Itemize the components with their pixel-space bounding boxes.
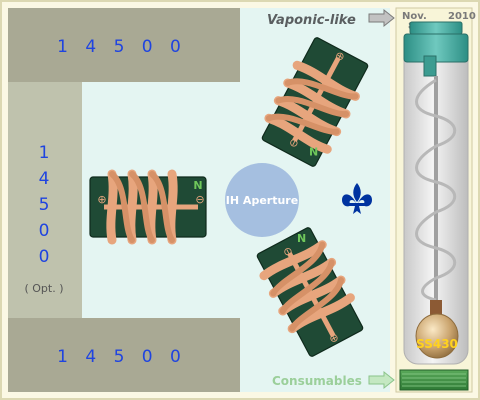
block-bottom-value: 1 4 5 0 0: [57, 347, 187, 367]
consumables-label: Consumables: [272, 374, 362, 388]
coil-top-right-pole: N: [309, 146, 318, 159]
bulb: [415, 313, 459, 359]
wick: [430, 300, 442, 316]
block-left-digit: 5: [39, 195, 50, 215]
date-month: Nov.: [402, 11, 427, 22]
tube-cap: [409, 21, 463, 35]
block-left-digit: 1: [39, 143, 50, 163]
vaponic-arrow-icon: [368, 8, 395, 28]
coil-bottom-right: ⊖ ⊕ N: [253, 224, 366, 358]
block-left-digit: 4: [39, 169, 50, 189]
coil-left-minus: ⊖: [195, 193, 204, 206]
consumables-plate: [399, 369, 469, 391]
ih-aperture: [225, 163, 299, 237]
spiral: [415, 76, 457, 302]
ss430-label: SS430: [416, 337, 458, 351]
tube-cap-stem: [423, 55, 437, 77]
block-top-value: 1 4 5 0 0: [57, 37, 187, 57]
fleur-de-lis-icon: [342, 183, 372, 214]
block-left-option: ( Opt. ): [24, 282, 63, 295]
block-left: [8, 82, 82, 318]
block-left-digit: 0: [39, 247, 50, 267]
coil-bottom-right-pole: N: [297, 232, 306, 245]
vaponic-label: Vaponic-like: [267, 13, 356, 28]
coil-top-right: ⊖ ⊕ N: [259, 35, 372, 168]
coil-left-pole: N: [193, 179, 202, 192]
coil-left-plus: ⊕: [97, 193, 106, 206]
ih-aperture-label: IH Aperture: [226, 194, 298, 207]
block-left-digit: 0: [39, 221, 50, 241]
coil-left: ⊕ ⊖ N: [90, 174, 206, 240]
consumables-arrow-icon: [368, 370, 395, 390]
date-year: 2010: [448, 11, 476, 22]
block-top: [8, 8, 240, 82]
plate-lines: [402, 373, 466, 387]
block-bottom: [8, 318, 240, 392]
